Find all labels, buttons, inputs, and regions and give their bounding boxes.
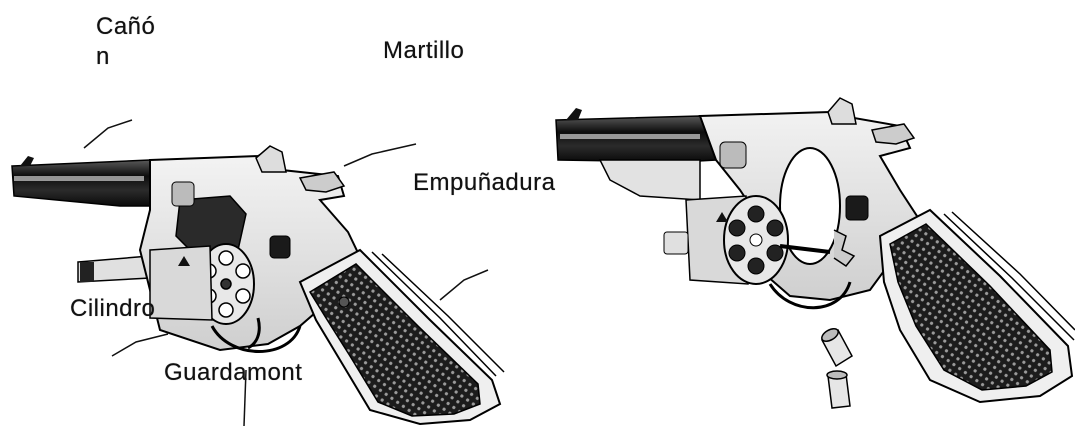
- rear-sight-open: [828, 98, 856, 124]
- side-plate-screw: [270, 236, 290, 258]
- leader-hammer: [344, 144, 416, 166]
- leader-cylinder: [112, 334, 168, 356]
- label-trigger-guard: Guardamont: [164, 358, 302, 388]
- leader-barrel: [84, 120, 132, 148]
- ejector-rod-open: [664, 232, 688, 254]
- revolver-open: [556, 98, 1075, 408]
- label-hammer: Martillo: [383, 36, 464, 66]
- cartridge-2-rim: [827, 371, 847, 379]
- ejector-tip: [80, 262, 94, 282]
- front-sight-open: [566, 108, 582, 120]
- leader-grip: [440, 270, 488, 300]
- grip-screw: [339, 297, 349, 307]
- label-grip: Empuñadura: [413, 168, 555, 198]
- cylinder-latch: [172, 182, 194, 206]
- label-cylinder: Cilindro: [70, 294, 155, 324]
- label-barrel: Cañó n: [96, 12, 176, 72]
- cylinder-body: [150, 246, 212, 320]
- barrel-underlug: [600, 160, 700, 200]
- rear-sight: [256, 146, 286, 172]
- side-plate-screw-open: [846, 196, 868, 220]
- barrel-shape: [12, 160, 170, 206]
- barrel-highlight-open: [560, 134, 700, 139]
- cylinder-latch-open: [720, 142, 746, 168]
- ejected-cartridges: [820, 326, 852, 408]
- barrel-highlight: [14, 176, 144, 181]
